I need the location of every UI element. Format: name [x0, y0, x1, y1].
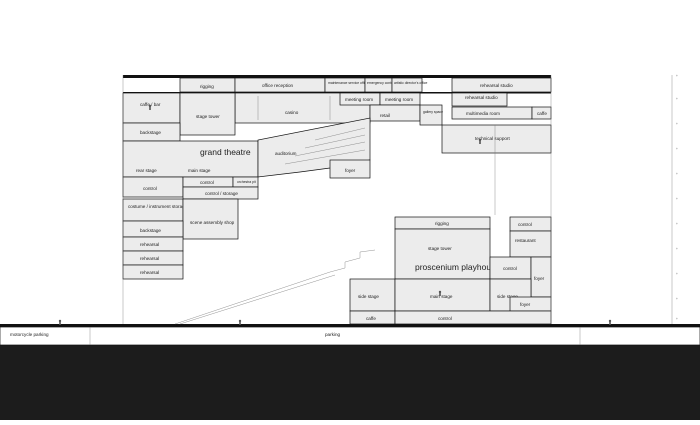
stair-ramp [174, 249, 376, 325]
parking-label: parking [325, 332, 341, 337]
svg-text:rehearsal studio: rehearsal studio [465, 95, 498, 100]
svg-text:rigging: rigging [200, 84, 214, 89]
svg-text:foyer: foyer [345, 168, 356, 173]
room-costume-storage [122, 198, 184, 222]
level-markers: + + + + + + + + + + + [671, 74, 678, 324]
svg-text:main stage: main stage [188, 168, 211, 173]
room-retail [369, 104, 421, 122]
svg-text:control: control [438, 316, 452, 321]
svg-text:emergency control centre: emergency control centre [367, 81, 405, 85]
svg-text:side stage: side stage [497, 294, 518, 299]
svg-text:backstage: backstage [140, 228, 161, 233]
svg-text:rear stage: rear stage [136, 168, 157, 173]
svg-text:technical support: technical support [475, 136, 510, 141]
motorcycle-parking-label: motorcycle parking [10, 332, 49, 337]
ground-mass [0, 345, 700, 420]
svg-text:maintenance service office: maintenance service office [328, 81, 368, 85]
svg-text:multimedia room: multimedia room [466, 111, 500, 116]
svg-text:proscenium playhouse: proscenium playhouse [415, 262, 500, 272]
room-stage-tower-lower [394, 228, 491, 280]
svg-text:retail: retail [380, 113, 390, 118]
svg-text:stage tower: stage tower [196, 114, 220, 119]
svg-text:backstage: backstage [140, 130, 161, 135]
svg-text:rehearsal: rehearsal [140, 270, 159, 275]
svg-text:scene assembly shop: scene assembly shop [190, 220, 235, 225]
svg-text:caffe: caffe [537, 111, 547, 116]
svg-text:artistic director's office: artistic director's office [394, 81, 427, 85]
svg-text:main stage: main stage [430, 294, 453, 299]
svg-text:+: + [676, 147, 678, 151]
svg-text:+: + [676, 222, 678, 226]
svg-text:orchestra pit: orchestra pit [237, 180, 256, 184]
svg-text:foyer: foyer [520, 302, 531, 307]
svg-text:control / storage: control / storage [205, 191, 238, 196]
svg-text:foyer: foyer [534, 276, 545, 281]
svg-text:meeting room: meeting room [385, 97, 413, 102]
room-gallery [419, 104, 443, 126]
svg-text:rehearsal: rehearsal [140, 256, 159, 261]
svg-text:+: + [676, 97, 678, 101]
room-foyer-top [329, 159, 371, 179]
ground-line [0, 324, 700, 327]
svg-text:control: control [518, 222, 532, 227]
parking-level [0, 326, 700, 346]
svg-text:rigging: rigging [435, 221, 449, 226]
room-control-bottom [394, 310, 552, 325]
svg-text:rehearsal studio: rehearsal studio [480, 83, 513, 88]
svg-text:side stage: side stage [358, 294, 379, 299]
svg-text:gallery space: gallery space [423, 110, 443, 114]
room-scene-assembly [182, 198, 239, 240]
room-restaurant [509, 230, 552, 258]
room-foyer-bottom [509, 296, 552, 312]
svg-text:+: + [676, 172, 678, 176]
svg-text:stage tower: stage tower [428, 246, 452, 251]
room-stage-tower-top [179, 92, 236, 136]
svg-text:auditorium: auditorium [275, 151, 297, 156]
people-figures [58, 104, 612, 325]
svg-text:casino: casino [285, 110, 299, 115]
svg-text:+: + [676, 297, 678, 301]
svg-text:control: control [200, 180, 214, 185]
svg-text:grand theatre: grand theatre [200, 147, 251, 157]
room-grand-theatre [122, 140, 259, 178]
svg-text:caffe: caffe [366, 316, 376, 321]
svg-text:office reception: office reception [262, 83, 294, 88]
svg-text:rehearsal: rehearsal [140, 242, 159, 247]
svg-text:+: + [676, 74, 678, 78]
room-cafe-bar [122, 92, 181, 124]
svg-text:+: + [676, 247, 678, 251]
svg-text:+: + [676, 122, 678, 126]
room-technical-support [441, 124, 552, 154]
svg-text:costume / instrument storage: costume / instrument storage [128, 204, 188, 209]
svg-text:+: + [676, 197, 678, 201]
seating-rows [284, 127, 366, 165]
svg-text:restaurant: restaurant [515, 238, 536, 243]
svg-text:caffe / bar: caffe / bar [140, 102, 161, 107]
svg-text:meeting room: meeting room [345, 97, 373, 102]
svg-text:+: + [676, 317, 678, 321]
svg-text:control: control [503, 266, 517, 271]
structure-lines [122, 75, 552, 324]
svg-text:control: control [143, 186, 157, 191]
svg-text:+: + [676, 272, 678, 276]
room-rehearsal-studio-2 [451, 92, 508, 107]
